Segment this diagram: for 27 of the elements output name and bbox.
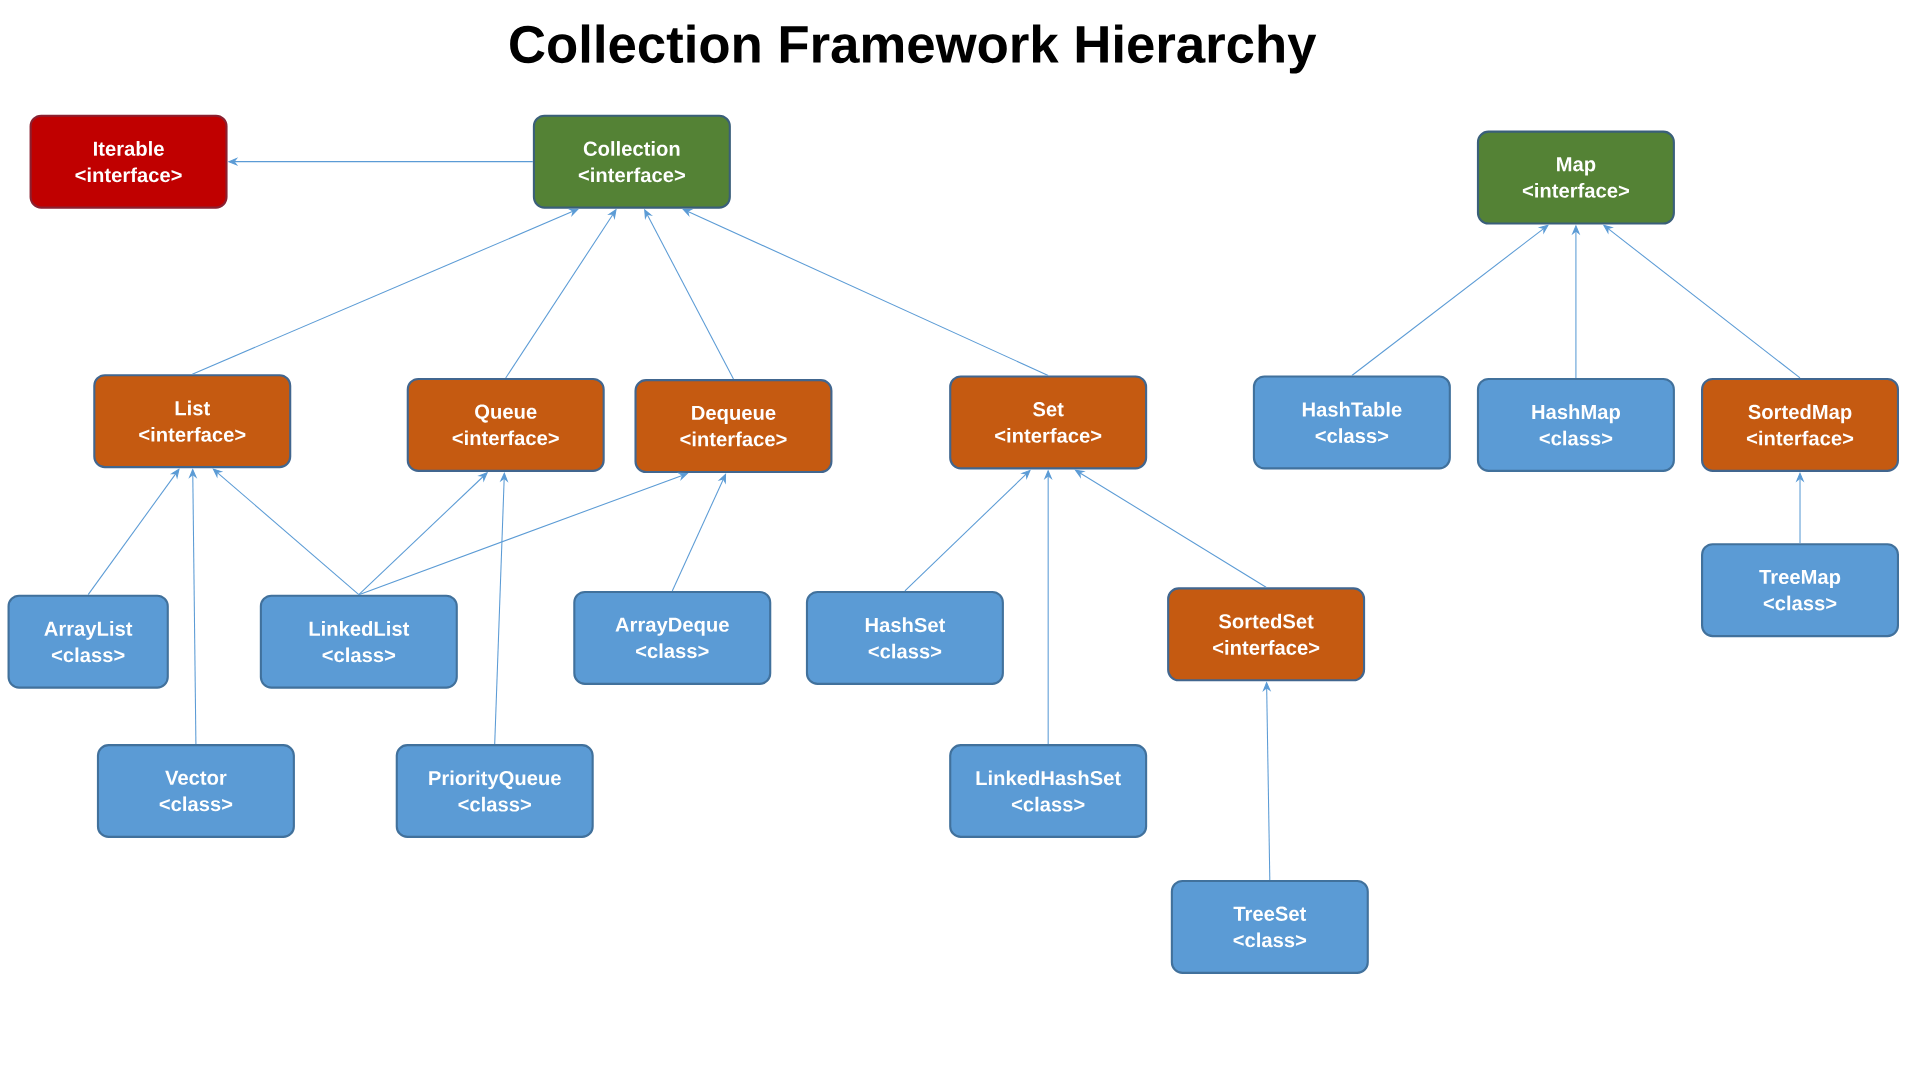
interface-box: Collection <interface> bbox=[532, 114, 731, 209]
title: Collection Framework Hierarchy bbox=[510, 24, 1317, 74]
arrow bbox=[212, 468, 360, 596]
interface-box: Dequeue <interface> bbox=[634, 379, 833, 474]
arrow bbox=[904, 469, 1031, 592]
interface-box: SortedSet <interface> bbox=[1167, 587, 1366, 682]
class-box: PriorityQueue <class> bbox=[395, 744, 594, 838]
interface-box: SortedMap <interface> bbox=[1701, 377, 1900, 472]
class-box: HashTable <class> bbox=[1252, 375, 1451, 470]
class-box: Vector <class> bbox=[96, 744, 295, 838]
arrow bbox=[87, 468, 180, 596]
interface-box: Iterable <interface> bbox=[29, 114, 228, 209]
class-box: TreeMap <class> bbox=[1701, 543, 1900, 638]
interface-box: Set <interface> bbox=[949, 375, 1148, 470]
class-box: HashSet <class> bbox=[805, 590, 1004, 685]
arrow bbox=[1351, 224, 1549, 376]
class-box: HashMap <class> bbox=[1476, 377, 1675, 472]
class-box: LinkedList <class> bbox=[259, 594, 458, 689]
class-box: TreeSet <class> bbox=[1170, 879, 1369, 974]
class-box: LinkedHashSet <class> bbox=[949, 744, 1148, 838]
interface-box: Queue <interface> bbox=[406, 377, 605, 472]
class-box: ArrayDeque <class> bbox=[573, 590, 772, 685]
interface-box: List <interface> bbox=[93, 374, 292, 469]
arrow bbox=[1074, 469, 1267, 588]
class-box: ArrayList <class> bbox=[7, 594, 169, 689]
arrow bbox=[671, 473, 727, 592]
interface-box: Map <interface> bbox=[1476, 130, 1675, 225]
